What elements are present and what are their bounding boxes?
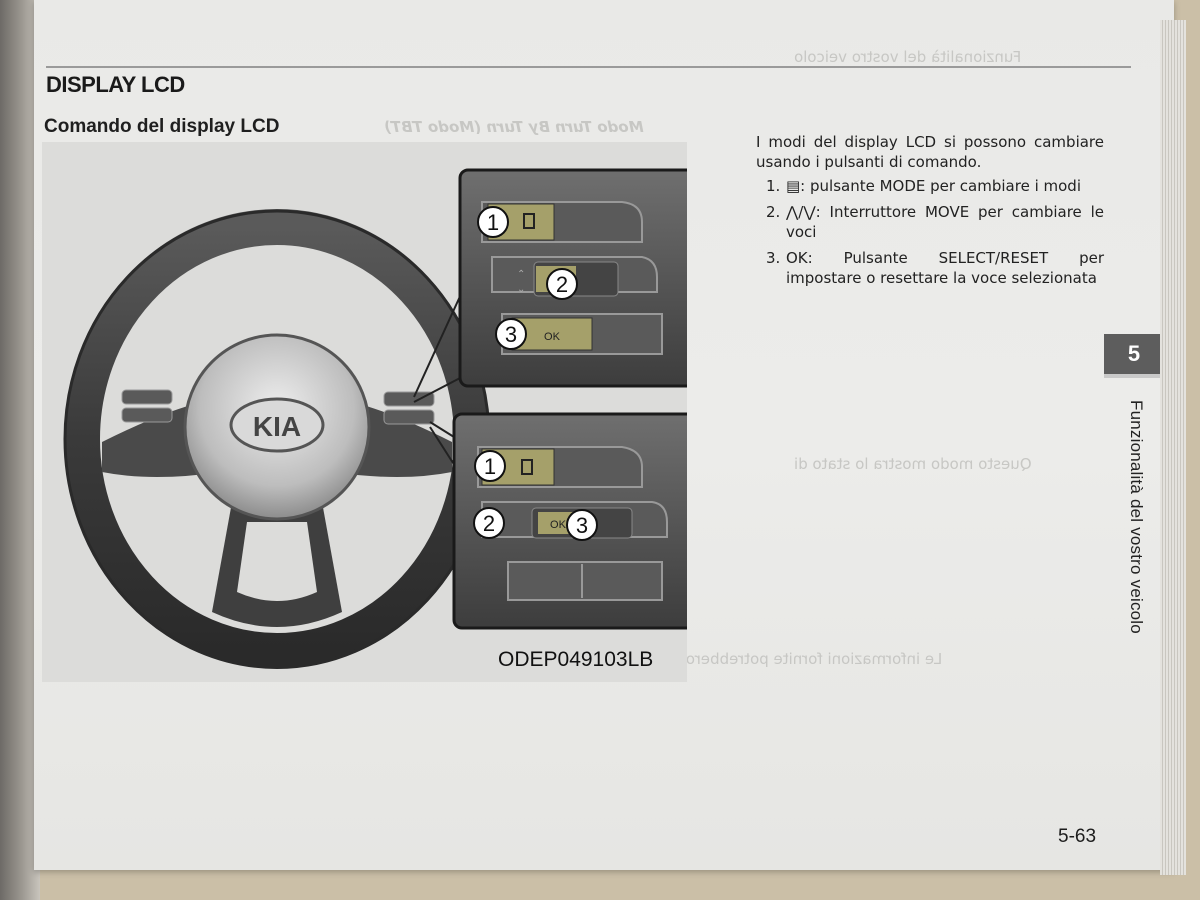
callout-3-bottom — [566, 509, 598, 541]
callout-3-top — [495, 318, 527, 350]
ok-button-label-top: OK — [544, 331, 561, 343]
control-list: 1. ▤: pulsante MODE per cambiare i modi … — [756, 176, 1104, 288]
ok-button-label-bottom: OK — [550, 519, 567, 531]
left-page-edge — [0, 0, 40, 900]
svg-text:2: 2 — [556, 272, 568, 297]
header-rule — [46, 66, 1131, 68]
manual-page: Funzionalità del vostro veicolo Modo Tur… — [34, 0, 1174, 870]
body-text: I modi del display LCD si possono cambia… — [756, 132, 1104, 294]
page-number: 5-63 — [1058, 826, 1097, 847]
callout-2-top — [546, 268, 578, 300]
kia-logo-text: KIA — [253, 411, 301, 442]
callout-2-bottom — [473, 507, 505, 539]
svg-text:3: 3 — [576, 513, 588, 538]
list-item: 1. ▤: pulsante MODE per cambiare i modi — [766, 177, 1081, 195]
svg-text:1: 1 — [484, 454, 496, 479]
callout-1-top — [477, 206, 509, 238]
show-through-text: Funzionalità del vostro veicolo — [794, 48, 1022, 66]
section-title: DISPLAY LCD — [46, 72, 185, 97]
list-item: 2. ⋀/⋁: Interruttore MOVE per cambiare l… — [766, 203, 1104, 241]
show-through-text: Modo Turn By Turn (Modo TBT) — [384, 118, 644, 136]
list-item: 3. OK: Pulsante SELECT/RESET per imposta… — [766, 249, 1104, 287]
mode-button-icon-bottom — [521, 459, 533, 475]
kia-logo-oval — [229, 397, 325, 453]
subsection-title: Comando del display LCD — [44, 116, 280, 137]
show-through-text: Questo modo mostra lo stato di — [794, 455, 1032, 473]
intro-paragraph: I modi del display LCD si possono cambia… — [756, 133, 1104, 171]
chapter-title-vertical: Funzionalità del vostro veicolo — [1127, 400, 1146, 634]
page-stack-edge — [1160, 20, 1186, 875]
callout-1-bottom — [474, 450, 506, 482]
steering-wheel-illustration: KIA ⌃ ⌄ OK 1 — [63, 168, 687, 669]
steering-wheel-figure: KIA ⌃ ⌄ OK 1 — [42, 142, 687, 682]
svg-text:1: 1 — [487, 210, 499, 235]
move-up-icon: ⌃ — [517, 269, 525, 280]
move-down-icon: ⌄ — [517, 284, 525, 295]
svg-text:3: 3 — [505, 322, 517, 347]
figure-code: ODEP049103LB — [498, 648, 654, 671]
chapter-tab: 5 — [1104, 334, 1164, 374]
mode-button-icon — [523, 213, 535, 229]
chapter-tab-stripe — [1104, 374, 1164, 378]
svg-text:2: 2 — [483, 511, 495, 536]
